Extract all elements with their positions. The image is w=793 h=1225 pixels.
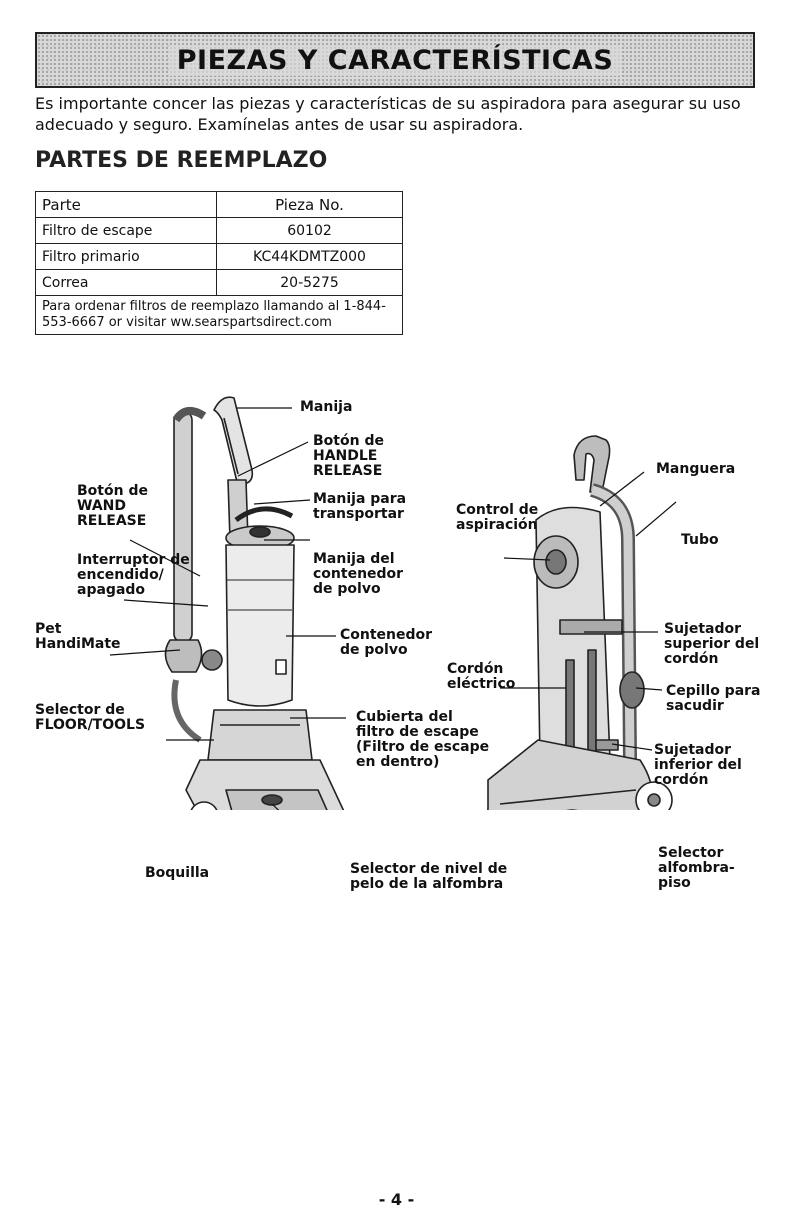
label-selector-nivel-pelo: Selector de nivel de pelo de la alfombra	[350, 861, 508, 892]
label-sujetador-inferior: Sujetador inferior del cordón	[654, 742, 742, 788]
table-header-row: Parte Pieza No.	[35, 191, 403, 218]
page-title: PIEZAS Y CARACTERÍSTICAS	[168, 44, 622, 76]
label-tubo: Tubo	[681, 532, 719, 548]
label-boquilla: Boquilla	[145, 865, 210, 881]
title-banner: PIEZAS Y CARACTERÍSTICAS	[35, 32, 755, 88]
table-row: Filtro primario KC44KDMTZ000	[35, 243, 403, 270]
part-name: Filtro de escape	[35, 217, 217, 244]
part-number: KC44KDMTZ000	[216, 243, 403, 270]
label-interruptor: Interruptor de encendido/ apagado	[77, 552, 190, 598]
label-boton-wand-release: Botón de WAND RELEASE	[77, 483, 148, 529]
label-contenedor-polvo: Contenedor de polvo	[340, 627, 433, 658]
label-manija-contenedor: Manija del contenedor de polvo	[313, 551, 404, 597]
section-title: PARTES DE REEMPLAZO	[35, 148, 328, 173]
column-header-part: Parte	[35, 191, 217, 218]
label-cepillo-sacudir: Cepillo para sacudir	[666, 683, 761, 714]
part-number: 20-5275	[216, 269, 403, 296]
intro-paragraph: Es importante concer las piezas y caract…	[35, 94, 741, 134]
label-selector-alfombra-piso: Selector alfombra- piso	[658, 845, 735, 891]
label-control-aspiracion: Control de aspiración	[456, 502, 539, 533]
label-boton-handle-release: Botón de HANDLE RELEASE	[313, 433, 384, 479]
part-name: Filtro primario	[35, 243, 217, 270]
label-sujetador-superior: Sujetador superior del cordón	[664, 621, 760, 667]
label-selector-floor-tools: Selector de FLOOR/TOOLS	[35, 702, 146, 733]
order-note: Para ordenar filtros de reemplazo llaman…	[35, 295, 403, 335]
callout-leader-lines	[109, 407, 677, 810]
label-manija: Manija	[300, 399, 353, 415]
rear-vacuum-illustration	[487, 435, 673, 810]
label-pet-handimate: Pet HandiMate	[35, 621, 121, 652]
part-number: 60102	[216, 217, 403, 244]
part-name: Correa	[35, 269, 217, 296]
replacement-parts-table: Parte Pieza No. Filtro de escape 60102 F…	[35, 191, 403, 335]
column-header-part-number: Pieza No.	[216, 191, 403, 218]
label-manija-transportar: Manija para transportar	[313, 491, 407, 522]
label-cubierta-filtro: Cubierta del filtro de escape (Filtro de…	[356, 709, 490, 770]
main-vacuum-illustration	[164, 396, 345, 810]
vacuum-diagram	[109, 396, 677, 810]
table-note-row: Para ordenar filtros de reemplazo llaman…	[35, 295, 403, 335]
label-manguera: Manguera	[656, 461, 736, 477]
label-cordon-electrico: Cordón eléctrico	[447, 661, 516, 692]
page-number: - 4 -	[378, 1190, 415, 1209]
table-row: Filtro de escape 60102	[35, 217, 403, 244]
table-row: Correa 20-5275	[35, 269, 403, 296]
